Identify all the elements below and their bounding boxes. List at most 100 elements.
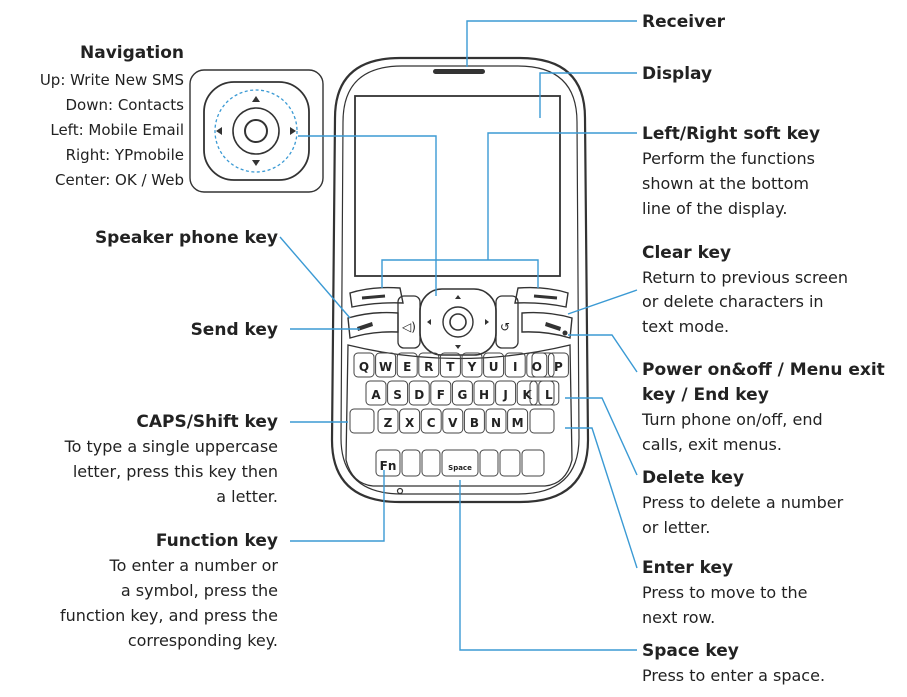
- key-i-label: I: [513, 360, 517, 374]
- enter-desc-line: Press to move to the: [642, 583, 808, 602]
- key-q-outline[interactable]: [353, 352, 375, 378]
- key-p-outline[interactable]: [547, 352, 569, 378]
- right-soft-key[interactable]: [514, 286, 569, 308]
- enter-title: Enter key: [642, 558, 733, 578]
- key-v-outline[interactable]: [442, 408, 464, 434]
- nav-inset-ok-key: [244, 119, 268, 143]
- caps-shift-key-outline[interactable]: [349, 408, 375, 434]
- period-key-outline[interactable]: [479, 449, 499, 477]
- send-key[interactable]: [347, 311, 399, 339]
- space-desc-line: Press to enter a space.: [642, 666, 825, 685]
- phone-body: [330, 56, 590, 504]
- key-m-outline[interactable]: [507, 408, 529, 434]
- softkey-desc-line: shown at the bottom: [642, 174, 809, 193]
- key-t-outline[interactable]: [439, 352, 461, 378]
- nav-right-icon: [485, 319, 489, 325]
- power-desc-line: Turn phone on/off, end: [641, 410, 823, 429]
- delete-desc-line: Press to delete a number: [642, 493, 844, 512]
- leader-function: [290, 470, 385, 542]
- key-f-label: F: [437, 388, 445, 402]
- space-key-outline[interactable]: [441, 449, 479, 477]
- nav-center-ok-key[interactable]: [449, 313, 467, 331]
- delete-title: Delete key: [642, 468, 744, 488]
- clear-key-icon: ↺: [500, 320, 510, 334]
- leader-delete: [565, 397, 638, 476]
- nav-inset-dashed-ring: [214, 89, 298, 173]
- key-z-outline[interactable]: [377, 408, 399, 434]
- softkey-title: Left/Right soft key: [642, 124, 820, 144]
- key-u-outline[interactable]: [483, 352, 505, 378]
- nav-inset-up-icon: [252, 96, 260, 102]
- key-e-label: E: [403, 360, 411, 374]
- nav-inset-left-icon: [216, 127, 222, 135]
- key-x-outline[interactable]: [399, 408, 421, 434]
- key-e-outline[interactable]: [396, 352, 418, 378]
- leader-enter: [565, 427, 638, 569]
- microphone-hole: [396, 487, 404, 495]
- clear-desc-line: Return to previous screen: [642, 268, 848, 287]
- key-u-label: U: [489, 360, 499, 374]
- enter-key-outline[interactable]: [529, 408, 555, 434]
- end-key[interactable]: [521, 311, 573, 339]
- nav-left-icon: [427, 319, 431, 325]
- key-i-outline[interactable]: [504, 352, 526, 378]
- display-title: Display: [642, 64, 712, 84]
- navigation-line: Center: OK / Web: [55, 171, 184, 189]
- nav-inset-box: [189, 69, 324, 193]
- clear-desc-line: text mode.: [642, 317, 729, 336]
- symbol-key-outline[interactable]: [531, 352, 555, 378]
- key-r-outline[interactable]: [418, 352, 440, 378]
- key-c-outline[interactable]: [420, 408, 442, 434]
- right-soft-key-mark: [533, 294, 558, 300]
- key-h-outline[interactable]: [473, 380, 495, 406]
- key-s-outline[interactable]: [387, 380, 409, 406]
- fn-key-label: Fn: [380, 459, 397, 473]
- nav-center-ring: [442, 306, 474, 338]
- softkey-desc-line: Perform the functions: [642, 149, 815, 168]
- left-soft-key[interactable]: [349, 286, 404, 308]
- leader-navigation: [298, 135, 437, 296]
- key-q-label: Q: [359, 360, 369, 374]
- com-key-outline[interactable]: [499, 449, 521, 477]
- function-desc-line: function key, and press the: [60, 606, 278, 625]
- delete-key-outline[interactable]: [529, 380, 555, 406]
- key-f-outline[interactable]: [430, 380, 452, 406]
- key-d-outline[interactable]: [408, 380, 430, 406]
- key-k-outline[interactable]: [516, 380, 538, 406]
- sym-key-outline[interactable]: [521, 449, 545, 477]
- key-z-label: Z: [384, 416, 393, 430]
- key-a-outline[interactable]: [365, 380, 387, 406]
- question-key-outline[interactable]: [421, 449, 441, 477]
- space-key-label: Space: [448, 464, 472, 472]
- key-v-label: V: [448, 416, 458, 430]
- end-key-dot: [562, 330, 568, 336]
- speaker-title: Speaker phone key: [95, 228, 278, 248]
- navigation-inset: [189, 69, 324, 193]
- navigation-line: Up: Write New SMS: [40, 71, 184, 89]
- clear-title: Clear key: [642, 243, 731, 263]
- key-n-outline[interactable]: [485, 408, 507, 434]
- key-x-label: X: [405, 416, 415, 430]
- key-b-outline[interactable]: [463, 408, 485, 434]
- key-h-label: H: [479, 388, 489, 402]
- fn-key-outline[interactable]: [375, 449, 401, 477]
- emoticon-key-outline[interactable]: [401, 449, 421, 477]
- key-y-outline[interactable]: [461, 352, 483, 378]
- nav-pad[interactable]: [419, 288, 497, 356]
- power-title-line: key / End key: [642, 385, 769, 405]
- key-w-outline[interactable]: [375, 352, 397, 378]
- receiver-slot: [433, 69, 485, 74]
- key-j-outline[interactable]: [495, 380, 517, 406]
- nav-inset-outer-ring: [232, 107, 280, 155]
- key-g-outline[interactable]: [451, 380, 473, 406]
- phone-inner-frame: [340, 65, 580, 495]
- keyboard-area: [345, 344, 573, 487]
- caps-desc-line: letter, press this key then: [73, 462, 278, 481]
- key-d-label: D: [414, 388, 424, 402]
- key-o-label: O: [532, 360, 542, 374]
- delete-desc-line: or letter.: [642, 518, 710, 537]
- leader-clear: [567, 289, 638, 315]
- key-y-label: Y: [467, 360, 477, 374]
